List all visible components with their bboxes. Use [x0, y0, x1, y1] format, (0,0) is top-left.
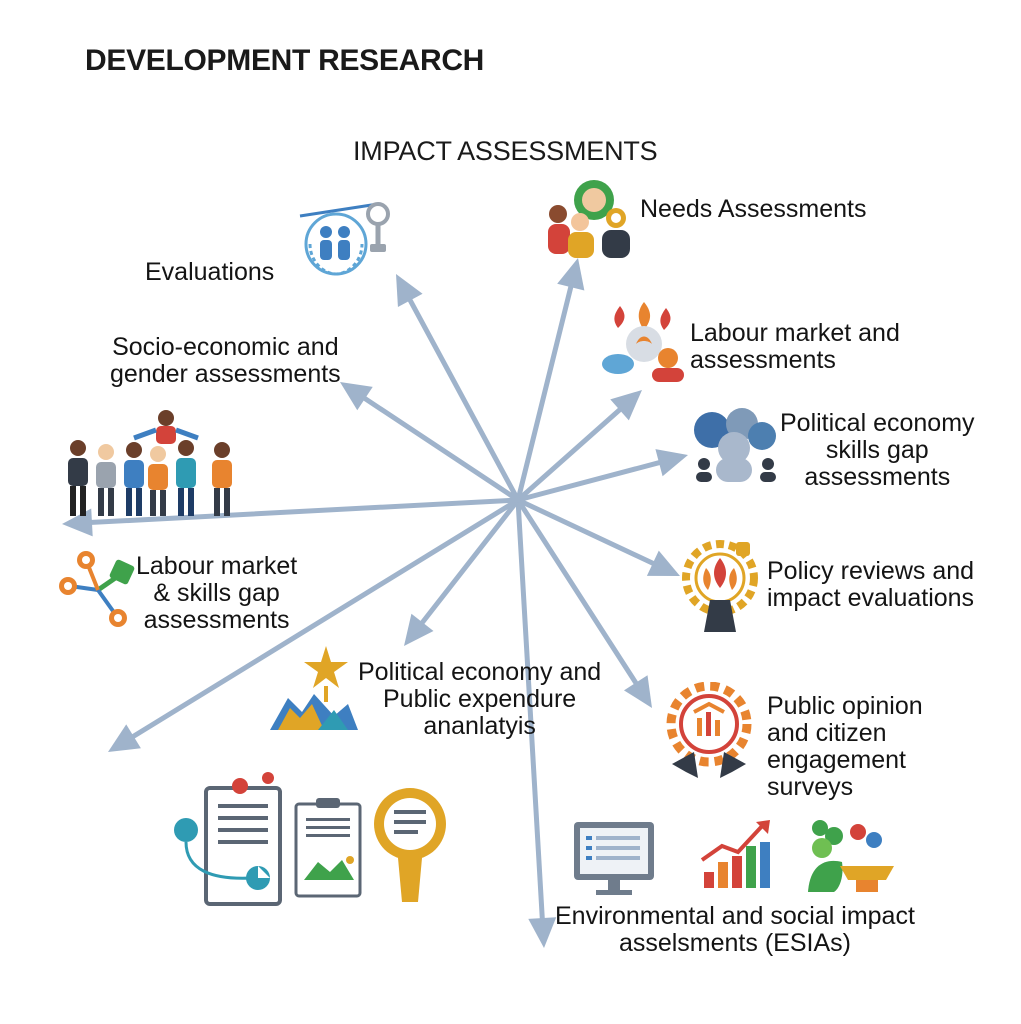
node-label-political-skills: Political economy skills gap assessments: [780, 410, 975, 491]
arrow-to-political-skills: [515, 449, 688, 503]
node-label-needs: Needs Assessments: [640, 196, 867, 223]
arrow-shaft: [515, 407, 623, 503]
node-line: Socio-economic and: [112, 333, 339, 361]
flame-people-icon: [602, 302, 684, 382]
node-line: & skills gap: [153, 579, 280, 607]
arrow-head: [340, 382, 373, 411]
survey-badge-icon: [666, 682, 752, 778]
node-line: ananlatyis: [423, 712, 536, 740]
network-people-icon: [694, 408, 776, 482]
node-line: Political economy: [780, 409, 975, 437]
arrow-head: [528, 917, 557, 948]
node-label-political-expenditure: Political economy and Public expendure a…: [358, 659, 601, 740]
arrow-head: [404, 613, 434, 646]
node-line: Labour market: [136, 552, 298, 580]
node-line: asselsments (ESIAs): [618, 929, 851, 957]
arrow-shaft: [362, 396, 521, 503]
node-line: Evaluations: [145, 258, 275, 286]
arrow-shaft: [515, 460, 662, 503]
node-label-labour-market-1: Labour market and assessments: [690, 320, 900, 374]
arrow-to-documents: [108, 497, 521, 752]
growth-chart-icon: [700, 820, 770, 888]
arrow-to-political-expenditure: [404, 497, 521, 646]
node-line: assessments: [804, 463, 951, 491]
node-line: surveys: [767, 773, 854, 801]
arrow-head: [396, 274, 423, 308]
arrow-head: [646, 550, 680, 576]
node-line: Environmental and social impact: [555, 902, 915, 930]
node-label-esia: Environmental and social impact asselsme…: [555, 903, 915, 957]
node-line: assessments: [690, 346, 836, 374]
clipboard-magnifier-icon: [174, 772, 446, 906]
community-people-icon: [548, 180, 630, 258]
arrow-head: [557, 258, 585, 291]
node-line: Public expendure: [383, 685, 577, 713]
arrow-to-evaluations: [396, 274, 521, 503]
node-line: skills gap: [825, 436, 929, 464]
arrow-head: [623, 675, 652, 708]
connected-nodes-icon: [59, 551, 135, 627]
arrow-shaft: [515, 497, 639, 686]
arrow-shaft: [407, 297, 521, 503]
mountain-star-icon: [270, 646, 358, 730]
node-line: and citizen: [767, 719, 887, 747]
arrow-to-esia: [515, 497, 557, 948]
node-label-evaluations: Evaluations: [145, 259, 274, 286]
node-label-public-opinion: Public opinion and citizen engagement su…: [767, 693, 923, 801]
arrow-shaft: [419, 497, 521, 625]
node-line: Policy reviews and: [767, 557, 975, 585]
arrow-head: [610, 390, 642, 421]
node-line: gender assessments: [110, 360, 341, 388]
monitor-icon: [574, 822, 654, 895]
arrow-to-public-opinion: [515, 497, 652, 708]
arrow-to-socio-economic: [340, 382, 521, 503]
arrow-to-policy-reviews: [515, 497, 680, 576]
node-line: Needs Assessments: [640, 195, 867, 223]
node-line: Public opinion: [767, 692, 923, 720]
plant-people-icon: [808, 820, 894, 892]
arrow-to-labour-market-1: [515, 390, 642, 503]
node-label-labour-market-2: Labour market & skills gap assessments: [136, 553, 297, 634]
un-emblem-magnifier-icon: [299, 202, 390, 276]
node-label-policy-reviews: Policy reviews and impact evaluations: [767, 558, 974, 612]
node-line: Political economy and: [358, 658, 602, 686]
arrow-head: [655, 449, 688, 477]
node-line: engagement: [767, 746, 907, 774]
arrow-shaft: [131, 497, 521, 739]
diagram-subtitle: IMPACT ASSESSMENTS: [353, 136, 658, 166]
node-line: impact evaluations: [767, 584, 975, 612]
crowd-people-icon: [68, 410, 232, 516]
gear-lamp-icon: [682, 540, 758, 632]
arrow-to-needs: [515, 258, 585, 503]
page-title: DEVELOPMENT RESEARCH: [85, 44, 485, 77]
node-line: Labour market and: [690, 319, 900, 347]
arrow-head: [108, 724, 141, 752]
node-label-socio-economic: Socio-economic and gender assessments: [110, 334, 341, 388]
node-line: assessments: [143, 606, 290, 634]
arrow-shaft: [89, 497, 521, 525]
arrow-shaft: [515, 497, 545, 921]
arrow-shaft: [515, 497, 656, 566]
arrow-shaft: [515, 284, 574, 503]
